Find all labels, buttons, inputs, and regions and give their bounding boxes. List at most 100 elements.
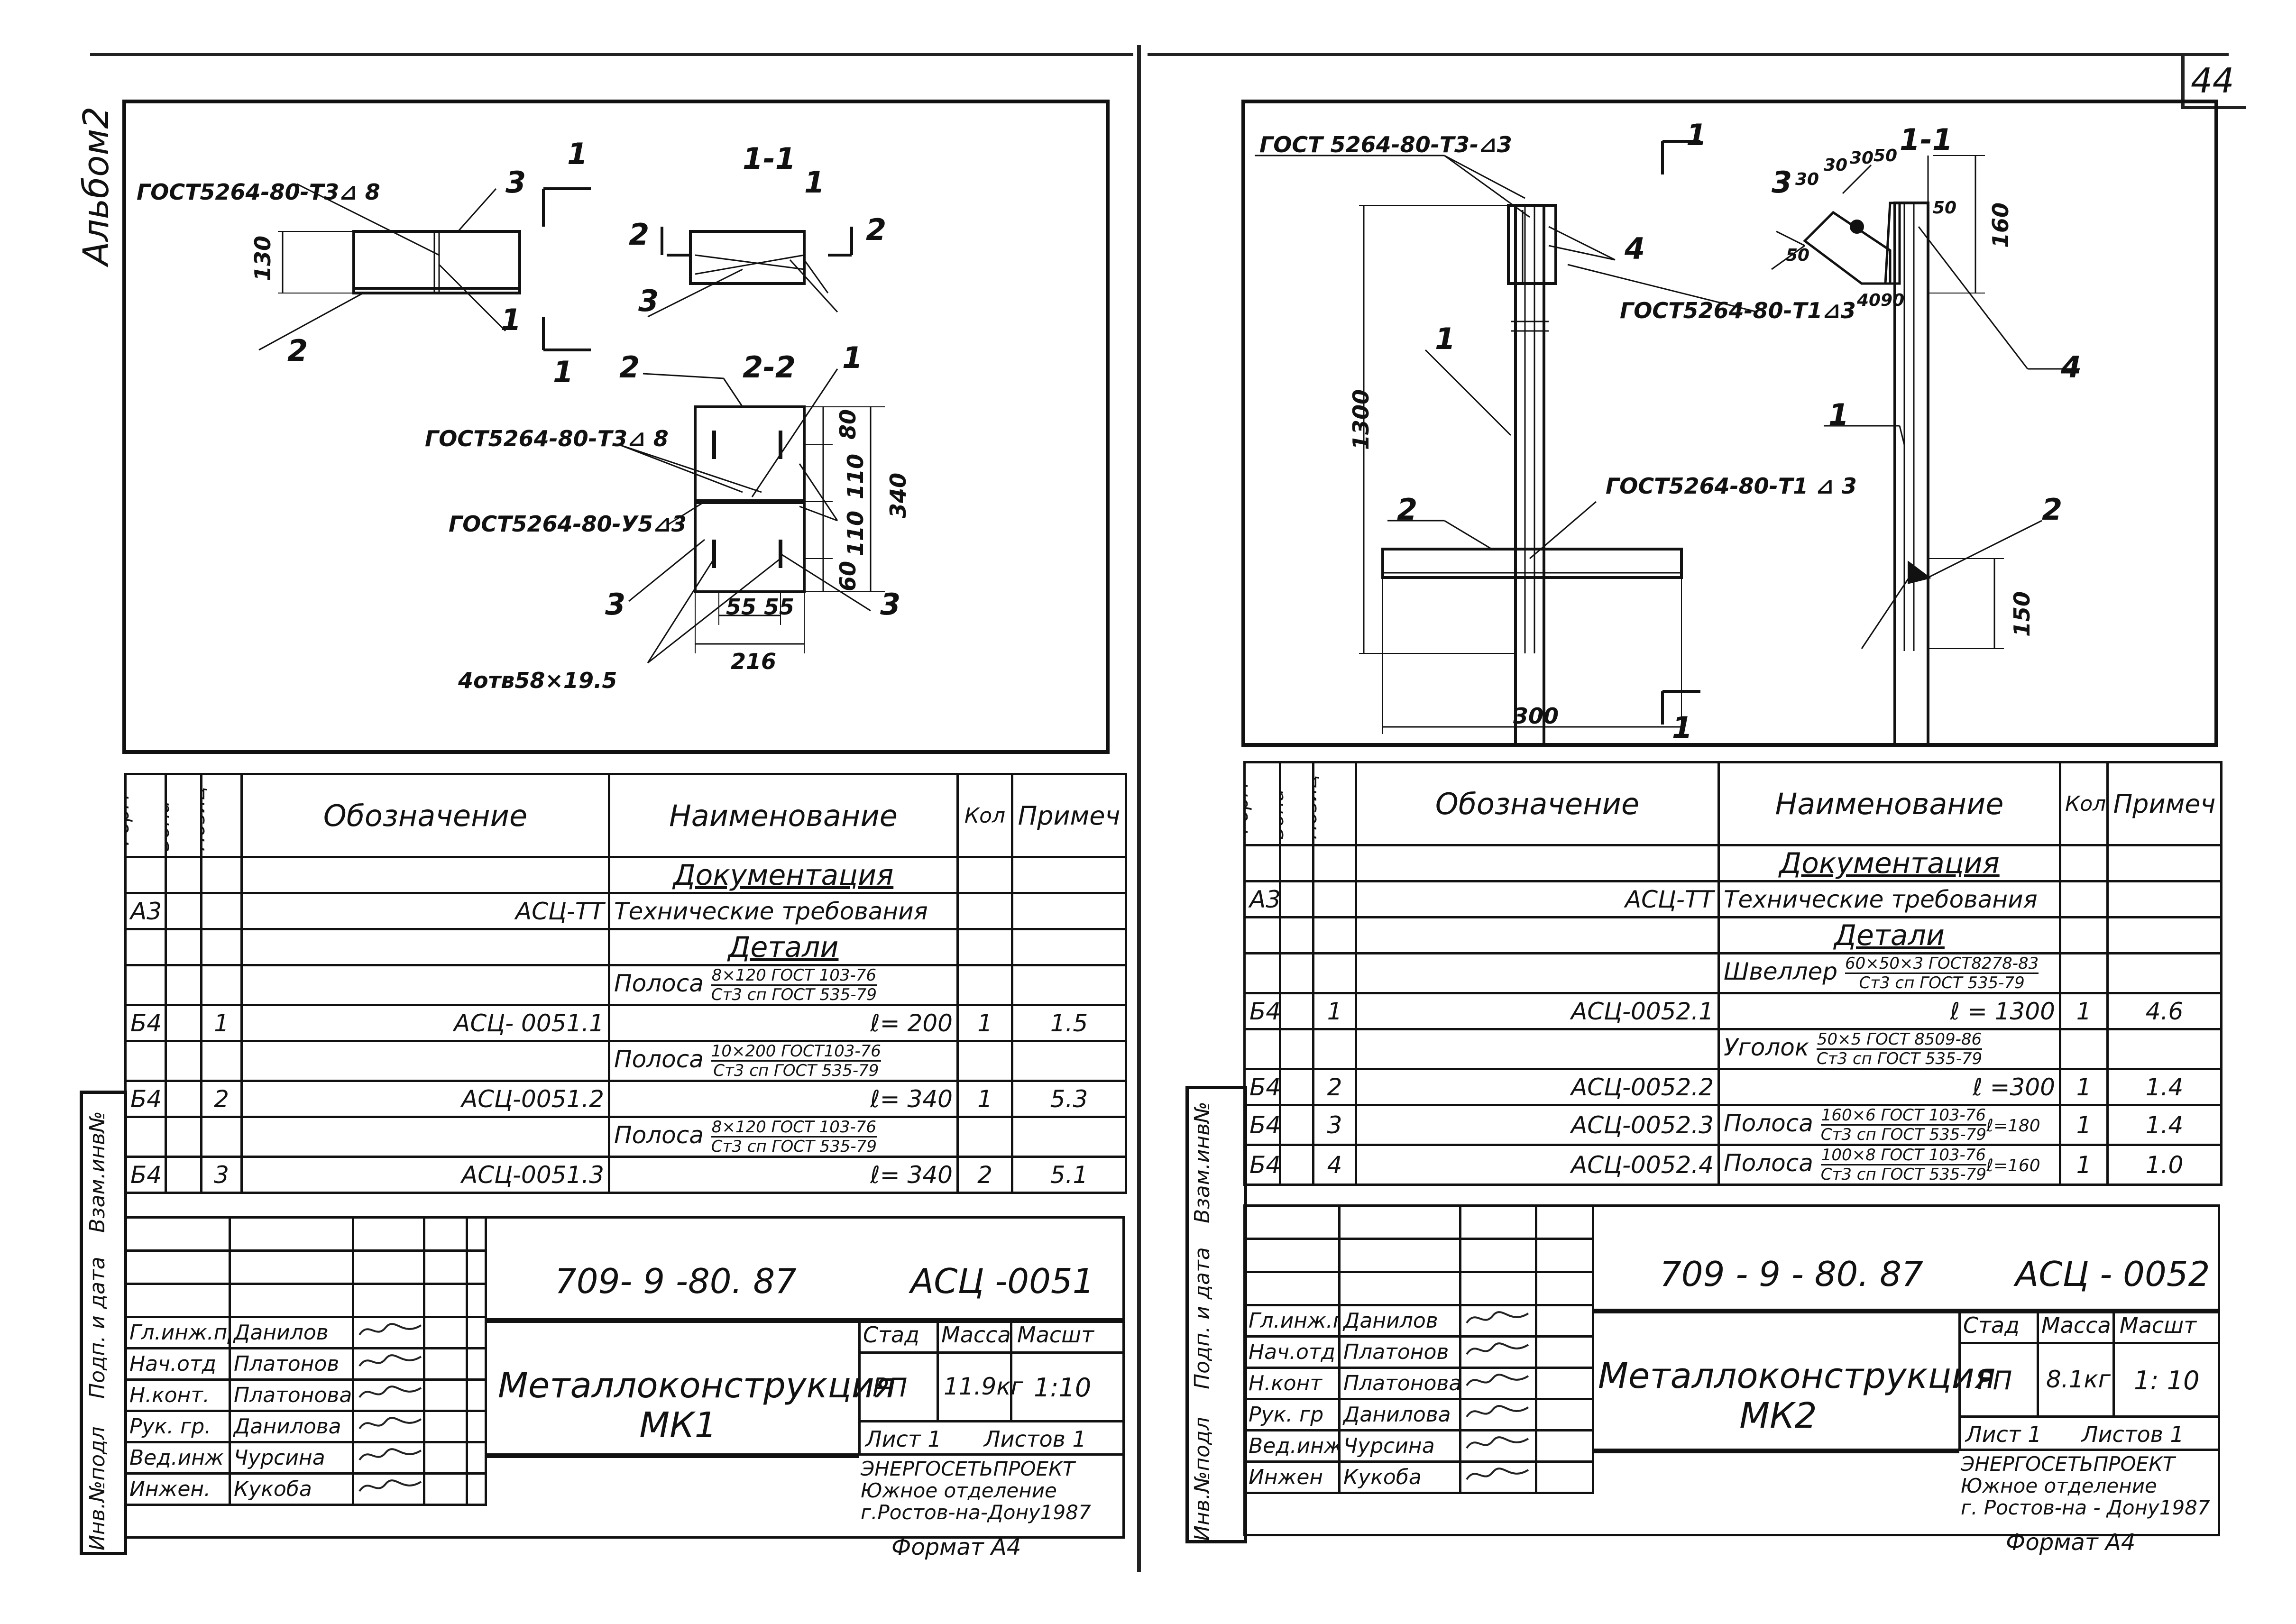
- spec-row: Документация: [124, 856, 1127, 894]
- material-size: 10×200 ГОСТ103-76: [711, 1042, 881, 1062]
- weld-note-3: ГОСТ5264-80-У5⊿3: [449, 511, 687, 537]
- item-name: Полоса: [614, 1121, 704, 1149]
- callout-2-a: 2: [287, 333, 308, 368]
- s2-callout-1-d: 1: [1828, 397, 1849, 432]
- signature-mark: [352, 1410, 425, 1443]
- sheet1-drawing-svg: [258, 183, 885, 664]
- item-length: ℓ=160: [1986, 1156, 2040, 1175]
- signature-blank-cell: [423, 1249, 468, 1285]
- cell-qty: 1: [2059, 1104, 2109, 1146]
- dim-90: 90: [1881, 291, 1905, 310]
- cell-qty: 2: [956, 1156, 1013, 1194]
- signature-blank-row: [1243, 1204, 1594, 1240]
- signature-mark: [352, 1378, 425, 1412]
- cell-zone: [165, 1080, 202, 1118]
- signature-role: Рук. гр: [1243, 1398, 1341, 1431]
- signature-role: Гл.инж.пр: [1243, 1304, 1341, 1338]
- cell-note: 4.6: [2106, 992, 2223, 1030]
- signature-mark: [1459, 1398, 1537, 1431]
- sheet1-org: ЭНЕРГОСЕТЬПРОЕКТ Южное отделение г.Росто…: [861, 1458, 1091, 1523]
- signature-blank-cell: [1459, 1271, 1537, 1306]
- cell-name: Технические требования: [608, 892, 959, 930]
- signature-date: [466, 1378, 487, 1412]
- col-name: Наименование: [608, 773, 959, 858]
- signature-mark: [1459, 1335, 1537, 1369]
- cell-pos: 4: [1312, 1144, 1357, 1186]
- signature-blank-cell: [229, 1283, 354, 1318]
- cell-pos: 3: [1312, 1104, 1357, 1146]
- cell-pos: 2: [1312, 1068, 1357, 1106]
- sheet1-mass-label: Масса: [941, 1322, 1011, 1348]
- signature-name: Данилова: [1338, 1398, 1461, 1431]
- signature-blank-cell: [423, 1216, 468, 1252]
- signature-blank-cell: [1338, 1204, 1461, 1240]
- signature-date: [423, 1410, 468, 1443]
- handwritten-signature-icon: [1466, 1311, 1529, 1324]
- sheet2-signatures: Гл.инж.прДаниловНач.отдПлатоновН.контПла…: [1243, 1204, 1594, 1494]
- signature-name: Платонов: [229, 1347, 354, 1381]
- item-length: ℓ=180: [1986, 1116, 2040, 1136]
- cell-designation: АСЦ-ТТ: [240, 892, 610, 930]
- sheet1-spec-header: Форм Зона Позиц Обозначение Наименование…: [124, 773, 1127, 858]
- cell-zone: [1279, 1144, 1314, 1186]
- item-name: Полоса: [614, 970, 704, 997]
- signature-name: Кукоба: [1338, 1460, 1461, 1494]
- signature-role: Рук. гр.: [124, 1410, 231, 1443]
- sheet2-scale-label: Масшт: [2120, 1312, 2197, 1338]
- cell-note: [1011, 928, 1127, 966]
- cell-zone: [165, 1116, 202, 1158]
- callout-1-a: 1: [567, 137, 588, 171]
- signature-date: [1535, 1429, 1594, 1463]
- cell-note: [1011, 1040, 1127, 1082]
- cell-note: [2106, 844, 2223, 882]
- cell-name: Документация: [1717, 844, 2061, 882]
- section-label-2-2: 2-2: [743, 350, 796, 385]
- cell-note: [2106, 1028, 2223, 1070]
- signature-name: Платонова: [229, 1378, 354, 1412]
- s2-col-qty: Кол: [2059, 761, 2109, 846]
- signature-blank-cell: [466, 1249, 487, 1285]
- callout-2-c: 2: [866, 212, 887, 247]
- cell-zone: [165, 1040, 202, 1082]
- cell-format: [124, 1040, 167, 1082]
- cell-format: Б4: [124, 1156, 167, 1194]
- material-grade: Ст3 сп ГОСТ 535-79: [711, 985, 877, 1004]
- cell-name: ℓ = 1300: [1717, 992, 2061, 1030]
- cell-qty: [956, 856, 1013, 894]
- cell-designation: АСЦ- 0051.1: [240, 1004, 610, 1042]
- signature-blank-cell: [1459, 1204, 1537, 1240]
- cell-designation: [240, 928, 610, 966]
- handwritten-signature-icon: [358, 1448, 422, 1461]
- dim-150: 150: [2009, 591, 2035, 637]
- signature-mark: [1459, 1429, 1537, 1463]
- material-size: 60×50×3 ГОСТ8278-83: [1845, 954, 2039, 974]
- sheet1-stage-head: [858, 1318, 1125, 1354]
- sheet1-org-line3: г.Ростов-на-Дону1987: [861, 1501, 1091, 1524]
- cell-name: ℓ= 200: [608, 1004, 959, 1042]
- cell-qty: [2059, 880, 2109, 918]
- sheet1-side-label-inv: Инв.№подл: [85, 1426, 110, 1551]
- cell-designation: [1355, 1028, 1720, 1070]
- sheet2-drawing-frame: [1241, 100, 2218, 747]
- sheet2-org-line3: г. Ростов-на - Дону1987: [1961, 1496, 2210, 1519]
- cell-pos: [200, 928, 243, 966]
- sheet2-spec-table: Форм Зона Позиц Обозначение Наименование…: [1243, 761, 2223, 1186]
- material-size: 100×8 ГОСТ 103-76: [1820, 1146, 1986, 1165]
- sheet1-doc-code: АСЦ -0051: [910, 1261, 1094, 1301]
- item-name: ℓ= 200: [870, 1009, 953, 1037]
- cell-format: Б4: [124, 1004, 167, 1042]
- sheet2-side-label-inv: Инв.№подл: [1190, 1417, 1214, 1541]
- signature-name: Кукоба: [229, 1472, 354, 1506]
- signature-date: [466, 1441, 487, 1475]
- cell-qty: 1: [956, 1004, 1013, 1042]
